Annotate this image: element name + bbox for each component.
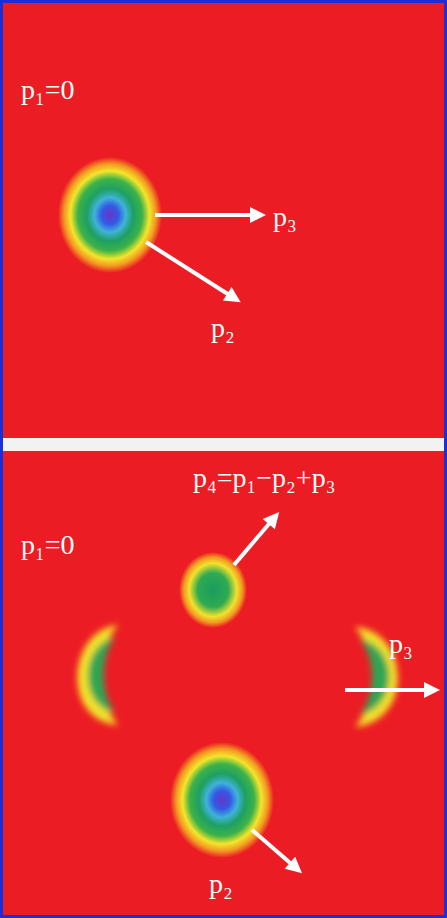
wave-packet xyxy=(170,742,274,858)
momentum-label: p₄=p₁−p₂+p₃ xyxy=(193,463,335,494)
illustration xyxy=(3,3,444,915)
panel-divider xyxy=(3,438,444,451)
momentum-label: p₃ xyxy=(389,629,413,660)
momentum-label: p₁=0 xyxy=(21,530,75,561)
momentum-label: p₂ xyxy=(209,869,233,900)
crescent-packet xyxy=(77,625,118,725)
momentum-label: p₁=0 xyxy=(21,75,75,106)
wave-packet xyxy=(58,157,162,273)
momentum-arrows xyxy=(146,215,432,868)
momentum-label: p₂ xyxy=(211,313,235,344)
momentum-label: p₃ xyxy=(273,202,297,233)
